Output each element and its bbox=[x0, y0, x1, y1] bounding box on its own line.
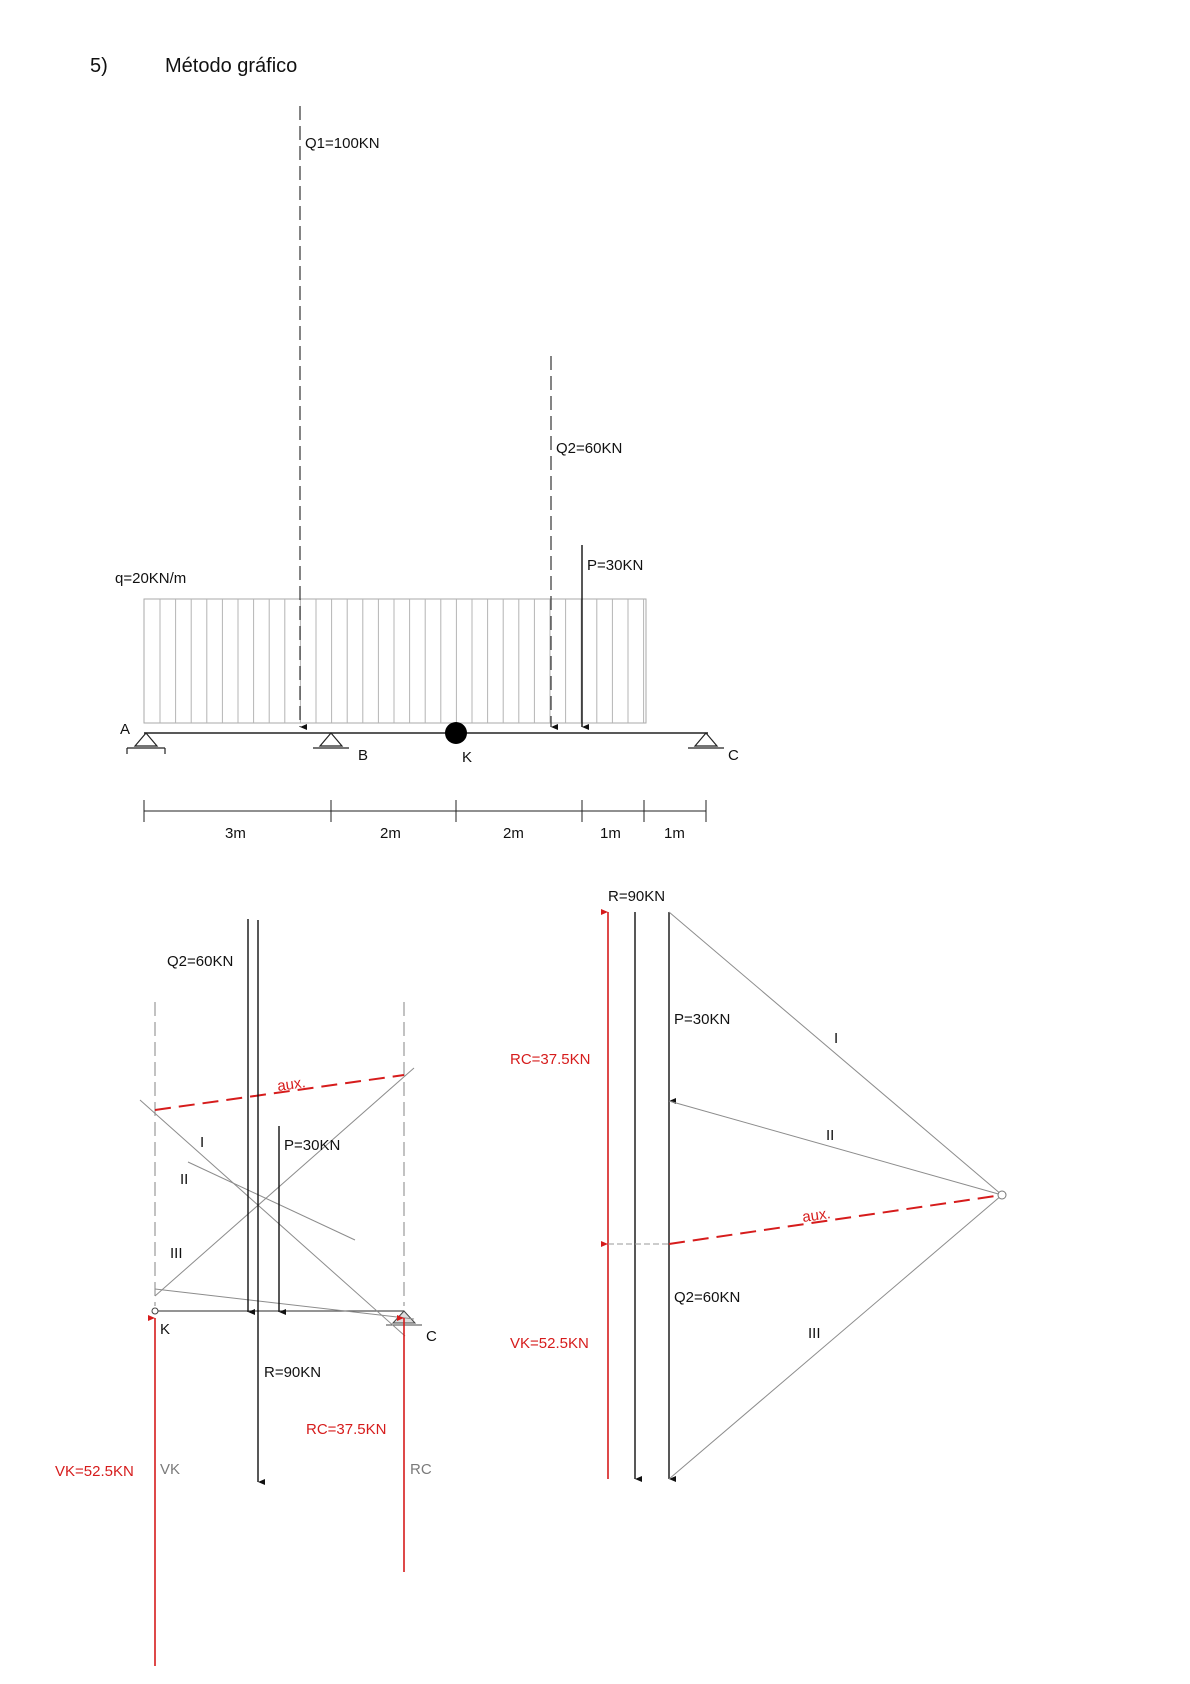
funicular-q2-label: Q2=60KN bbox=[167, 953, 233, 970]
support-b-icon bbox=[313, 733, 349, 748]
rc-value-label: RC=37.5KN bbox=[306, 1421, 386, 1438]
hinge-k-small-icon bbox=[152, 1308, 158, 1314]
polygon-ray-II bbox=[669, 1101, 1002, 1195]
polygon-ray-I bbox=[669, 912, 1002, 1195]
funicular-p-label: P=30KN bbox=[284, 1137, 340, 1154]
dim-label-3: 2m bbox=[503, 825, 524, 842]
polygon-aux-line bbox=[669, 1195, 1002, 1244]
distributed-load bbox=[144, 599, 646, 723]
dim-label-1: 3m bbox=[225, 825, 246, 842]
funicular-ray-II bbox=[188, 1162, 355, 1240]
support-b-label: B bbox=[358, 747, 368, 764]
q2-label: Q2=60KN bbox=[556, 440, 622, 457]
hinge-k-icon bbox=[445, 722, 467, 744]
load-q-label: q=20KN/m bbox=[115, 570, 186, 587]
polygon-r-label: R=90KN bbox=[608, 888, 665, 905]
heading-title: Método gráfico bbox=[165, 55, 297, 77]
polygon-ray-III-label: III bbox=[808, 1325, 821, 1342]
funicular-closing-line bbox=[155, 1289, 414, 1319]
heading-number: 5) bbox=[90, 55, 108, 77]
polygon-p-label: P=30KN bbox=[674, 1011, 730, 1028]
p-label: P=30KN bbox=[587, 557, 643, 574]
funicular-ray-III bbox=[155, 1068, 414, 1296]
funicular-ray-III-label: III bbox=[170, 1245, 183, 1262]
polygon-rc-label: RC=37.5KN bbox=[510, 1051, 590, 1068]
hinge-k-label: K bbox=[462, 749, 472, 766]
dimension-line bbox=[144, 800, 706, 822]
funicular-ray-I-label: I bbox=[200, 1134, 204, 1151]
rc-name-label: RC bbox=[410, 1461, 432, 1478]
vk-name-label: VK bbox=[160, 1461, 180, 1478]
funicular-c-label: C bbox=[426, 1328, 437, 1345]
support-a-icon bbox=[127, 733, 165, 754]
support-c-icon bbox=[688, 733, 724, 748]
funicular-r-label: R=90KN bbox=[264, 1364, 321, 1381]
dim-label-5: 1m bbox=[664, 825, 685, 842]
support-c-label: C bbox=[728, 747, 739, 764]
vk-value-label: VK=52.5KN bbox=[55, 1463, 134, 1480]
dim-label-2: 2m bbox=[380, 825, 401, 842]
polygon-ray-II-label: II bbox=[826, 1127, 834, 1144]
polygon-ray-I-label: I bbox=[834, 1030, 838, 1047]
funicular-aux-label: aux. bbox=[276, 1074, 306, 1095]
dim-label-4: 1m bbox=[600, 825, 621, 842]
funicular-ray-II-label: II bbox=[180, 1171, 188, 1188]
polygon-vk-label: VK=52.5KN bbox=[510, 1335, 589, 1352]
funicular-k-label: K bbox=[160, 1321, 170, 1338]
polygon-aux-label: aux. bbox=[801, 1205, 831, 1226]
pole-point-icon bbox=[998, 1191, 1006, 1199]
funicular-ray-I bbox=[140, 1100, 405, 1336]
support-a-label: A bbox=[120, 721, 130, 738]
polygon-q2-label: Q2=60KN bbox=[674, 1289, 740, 1306]
q1-label: Q1=100KN bbox=[305, 135, 380, 152]
